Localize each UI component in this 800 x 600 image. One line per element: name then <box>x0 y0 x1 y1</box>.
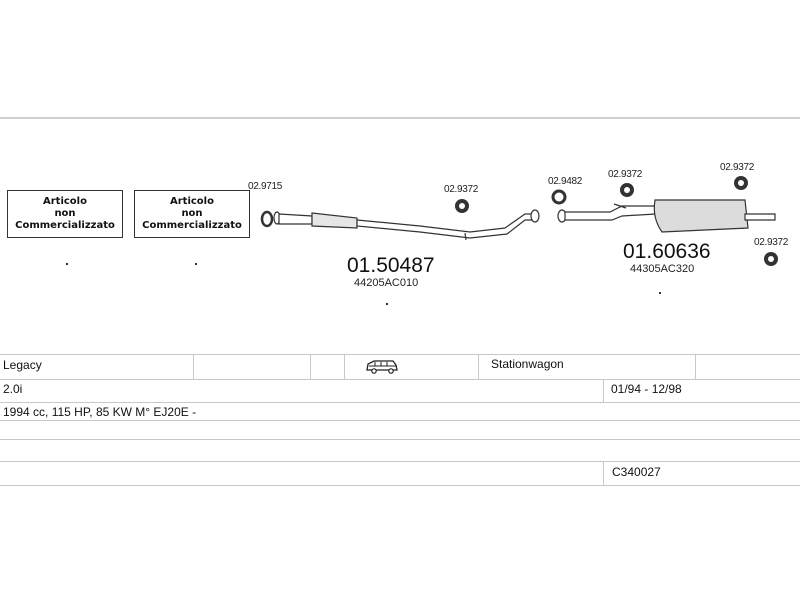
vehicle-model: Legacy <box>3 358 42 372</box>
column-divider <box>695 355 696 379</box>
table-row <box>0 420 800 440</box>
column-divider <box>478 355 479 379</box>
box-line-3: Commercializzato <box>15 220 115 231</box>
column-divider <box>603 379 604 403</box>
gasket-ring-icon <box>551 189 567 205</box>
rear-muffler-number: 01.60636 <box>623 240 711 263</box>
gasket-ring-icon <box>260 210 274 228</box>
column-divider <box>193 355 194 379</box>
rear-muffler-icon <box>557 199 776 233</box>
column-divider <box>344 355 345 379</box>
marker-dot <box>66 263 68 265</box>
box-line-1: Articolo <box>43 196 87 207</box>
table-row <box>0 354 800 380</box>
rubber-hanger-icon <box>620 183 634 197</box>
column-divider <box>603 462 604 486</box>
box-line-2: non <box>181 208 203 219</box>
not-available-box-1: Articolo non Commercializzato <box>7 190 123 238</box>
center-pipe-icon <box>273 209 540 241</box>
rubber-hanger-icon <box>764 252 778 266</box>
table-row <box>0 378 800 403</box>
part-ref-hanger-rear-1: 02.9372 <box>608 169 643 180</box>
not-available-box-2: Articolo non Commercializzato <box>134 190 250 238</box>
part-ref-gasket-rear: 02.9482 <box>548 176 583 187</box>
marker-dot <box>386 303 388 305</box>
box-line-3: Commercializzato <box>142 220 242 231</box>
part-ref-hanger-rear-2: 02.9372 <box>720 162 755 173</box>
station-wagon-icon <box>366 360 398 374</box>
column-divider <box>310 355 311 379</box>
part-ref-hanger-mid: 02.9372 <box>444 184 479 195</box>
body-type: Stationwagon <box>491 357 564 371</box>
rear-muffler-oe-code: 44305AC320 <box>630 263 695 275</box>
engine: 2.0i <box>3 382 23 396</box>
part-ref-gasket-front: 02.9715 <box>248 181 283 192</box>
marker-dot <box>195 263 197 265</box>
catalog-code: C340027 <box>612 465 661 479</box>
production-years: 01/94 - 12/98 <box>611 382 682 396</box>
marker-dot <box>659 292 661 294</box>
table-row <box>0 439 800 462</box>
table-row <box>0 402 800 421</box>
box-line-1: Articolo <box>170 196 214 207</box>
engine-spec: 1994 cc, 115 HP, 85 KW M° EJ20E - <box>3 405 197 419</box>
diagram-frame <box>0 117 800 489</box>
center-pipe-number: 01.50487 <box>347 254 435 277</box>
rubber-hanger-icon <box>455 199 469 213</box>
box-line-2: non <box>54 208 76 219</box>
table-row <box>0 461 800 486</box>
center-pipe-oe-code: 44205AC010 <box>354 277 419 289</box>
rubber-hanger-icon <box>734 176 748 190</box>
part-ref-hanger-rear-3: 02.9372 <box>754 237 789 248</box>
